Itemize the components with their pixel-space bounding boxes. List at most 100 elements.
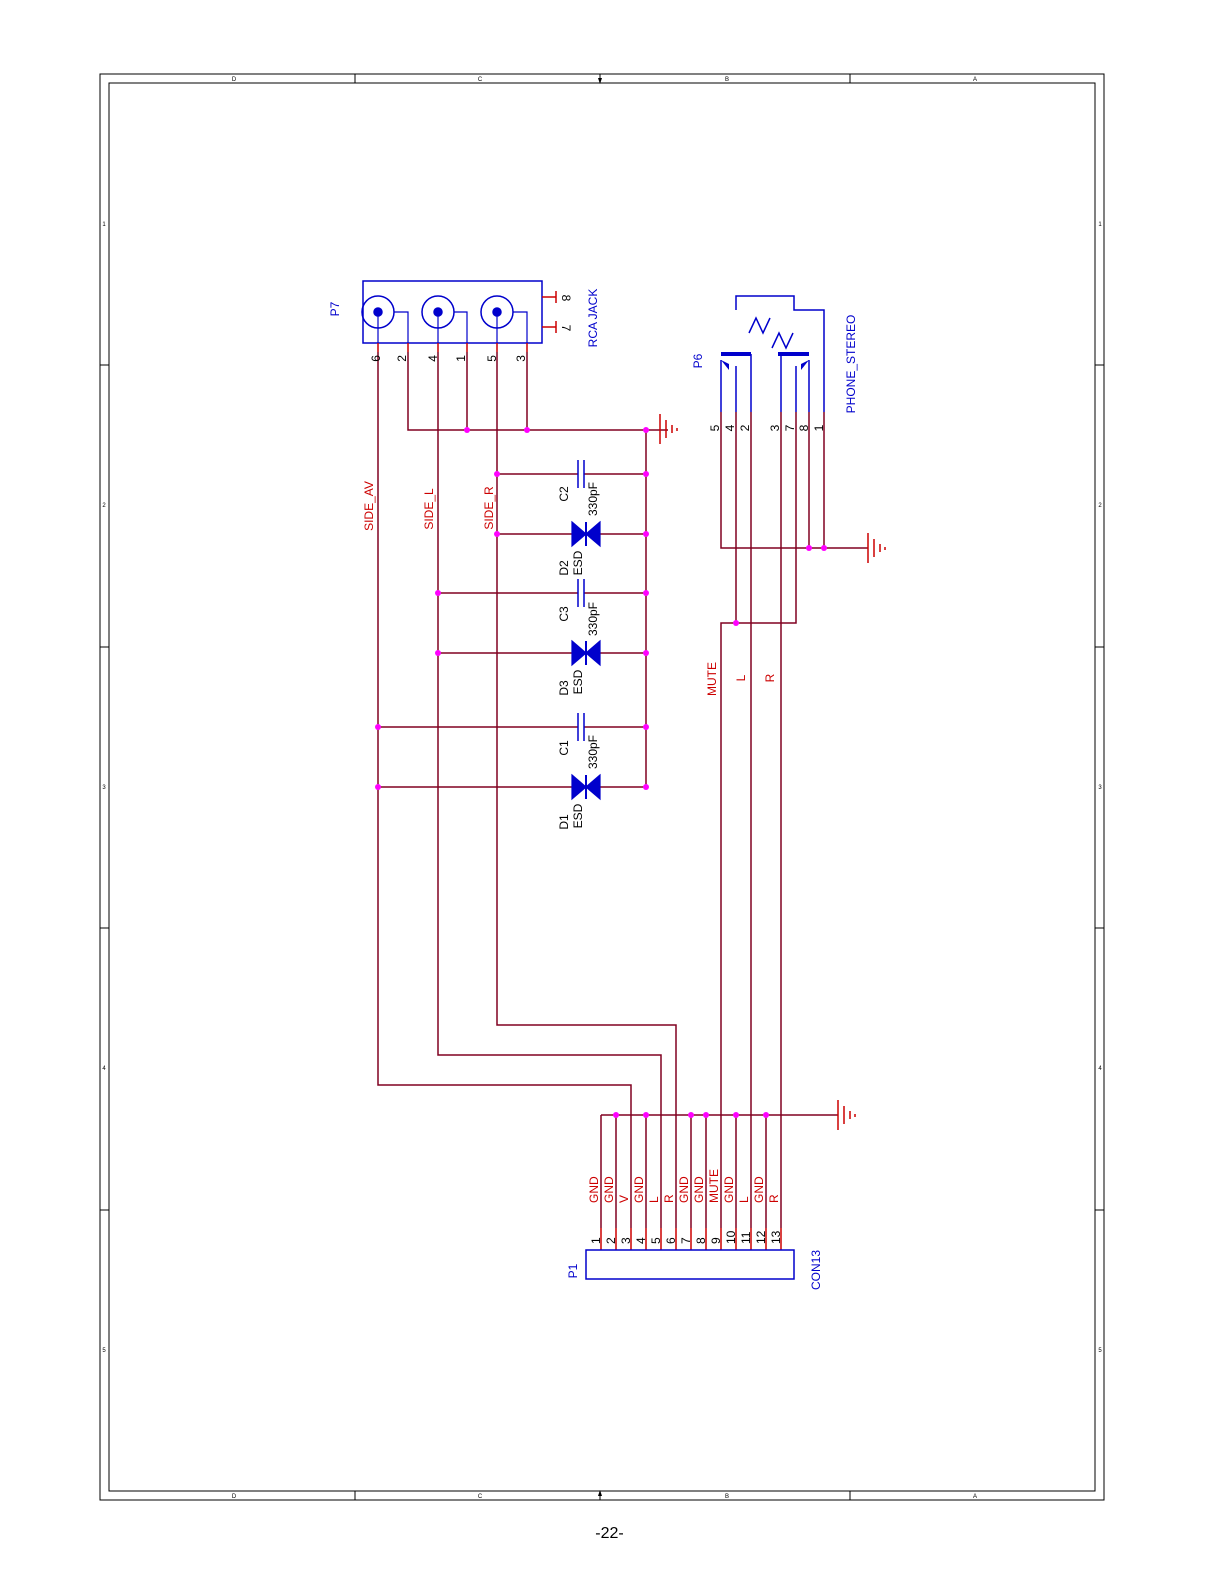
junction (464, 427, 470, 433)
rca-jack-inner-leads (378, 312, 527, 343)
p7-pin-5: 5 (485, 355, 499, 362)
wire-p6-gnd (721, 412, 868, 548)
esd-diode-d3 (572, 641, 600, 665)
esd-diode-d1 (572, 775, 600, 799)
p1-pin-3: 3 (619, 1237, 633, 1244)
p1-body (586, 1250, 794, 1279)
p1-pin-1: 1 (589, 1237, 603, 1244)
p1-pin-name-10: GND (722, 1176, 736, 1203)
c3-designator: C3 (557, 606, 571, 622)
page-number: -22- (0, 1525, 1219, 1543)
phone-jack-p6: 5 4 2 3 7 8 1 P6 PHONE_STEREO (691, 296, 858, 431)
net-label-mute: MUTE (705, 662, 719, 696)
p6-pin-3: 3 (768, 424, 782, 431)
zone-left-1: 1 (102, 222, 106, 228)
junction (494, 471, 500, 477)
junction (643, 650, 649, 656)
zone-right-3: 3 (1098, 785, 1102, 791)
wire-p6-pin7 (736, 412, 796, 623)
zone-right-5: 5 (1098, 1348, 1102, 1354)
p1-pin-name-8: GND (692, 1176, 706, 1203)
zone-top-c: C (478, 77, 483, 83)
wires (378, 352, 868, 1228)
junction (643, 724, 649, 730)
p1-pin-5: 5 (649, 1237, 663, 1244)
d1-designator: D1 (557, 814, 571, 830)
capacitor-c2: C2 330pF (557, 460, 600, 516)
connector-p1: 1 2 3 4 5 6 7 8 9 10 11 12 13 GND GND V … (566, 1169, 823, 1290)
zone-right-4: 4 (1098, 1066, 1102, 1072)
wire-side-l (438, 352, 661, 1228)
junction (494, 531, 500, 537)
p1-pin-11: 11 (739, 1231, 753, 1244)
junction (435, 650, 441, 656)
p6-pin-8: 8 (797, 424, 811, 431)
p6-pin-5: 5 (708, 424, 722, 431)
zone-left-5: 5 (102, 1348, 106, 1354)
zone-top-a: A (973, 77, 977, 83)
p1-pin-numbers: 1 2 3 4 5 6 7 8 9 10 11 12 13 (589, 1230, 783, 1244)
p1-pin-name-3: V (617, 1195, 631, 1203)
phone-jack-arrow-left (721, 360, 729, 370)
zone-bot-d: D (232, 1494, 237, 1500)
junction (643, 590, 649, 596)
p1-pin-10: 10 (724, 1230, 738, 1244)
p1-pin-name-11: L (737, 1196, 751, 1203)
p6-designator: P6 (691, 353, 705, 368)
p1-pin-name-2: GND (602, 1176, 616, 1203)
capacitor-c3: C3 330pF (557, 579, 600, 636)
zone-left-4: 4 (102, 1066, 106, 1072)
phone-jack-arrow-right (801, 360, 809, 370)
p1-pin-13: 13 (769, 1230, 783, 1244)
c1-value: 330pF (586, 735, 600, 769)
p7-pin-2: 2 (395, 355, 409, 362)
p6-pin-7: 7 (783, 424, 797, 431)
junction (643, 1112, 649, 1118)
zone-bot-b: B (725, 1494, 729, 1500)
junction (643, 531, 649, 537)
p1-pin-name-13: R (767, 1194, 781, 1203)
p1-pin-name-7: GND (677, 1176, 691, 1203)
p1-pin-6: 6 (664, 1237, 678, 1244)
p1-pin-name-9: MUTE (707, 1169, 721, 1203)
rca-jack-p7: 6 2 4 1 5 3 8 7 P7 RCA JACK (328, 281, 600, 362)
p7-pin-3: 3 (514, 355, 528, 362)
c2-designator: C2 (557, 486, 571, 502)
p6-pin-2: 2 (738, 424, 752, 431)
p1-pin-2: 2 (604, 1237, 618, 1244)
p1-pin-7: 7 (679, 1237, 693, 1244)
junction (375, 724, 381, 730)
zone-left-3: 3 (102, 785, 106, 791)
zone-left-2: 2 (102, 503, 106, 509)
p7-pin-8: 8 (559, 295, 573, 302)
ground-symbol-p7 (660, 414, 677, 444)
p6-pin-1: 1 (812, 424, 826, 431)
junction (643, 784, 649, 790)
p7-pin-6: 6 (369, 355, 383, 362)
p1-pin-name-4: GND (632, 1176, 646, 1203)
junction (643, 471, 649, 477)
net-labels: SIDE_AV SIDE_L SIDE_R MUTE L R (362, 481, 777, 696)
junction (821, 545, 827, 551)
p7-pin-1: 1 (454, 355, 468, 362)
junction (613, 1112, 619, 1118)
junctions (375, 427, 827, 1118)
p1-value: CON13 (809, 1250, 823, 1290)
junction (524, 427, 530, 433)
c1-designator: C1 (557, 740, 571, 756)
p1-pin-name-5: L (647, 1196, 661, 1203)
p1-pin-4: 4 (634, 1237, 648, 1244)
d3-value: ESD (571, 669, 585, 694)
net-label-side-av: SIDE_AV (362, 481, 376, 531)
p7-value: RCA JACK (586, 289, 600, 348)
net-label-side-l: SIDE_L (422, 488, 436, 530)
zone-bot-c: C (478, 1494, 483, 1500)
junction (375, 784, 381, 790)
p1-pin-12: 12 (754, 1230, 768, 1244)
p1-pin-9: 9 (709, 1237, 723, 1244)
net-label-side-r: SIDE_R (482, 486, 496, 530)
c2-value: 330pF (586, 482, 600, 516)
zone-labels: D C B A D C B A 1 2 3 4 5 1 2 3 4 5 (102, 77, 1102, 1500)
junction (763, 1112, 769, 1118)
